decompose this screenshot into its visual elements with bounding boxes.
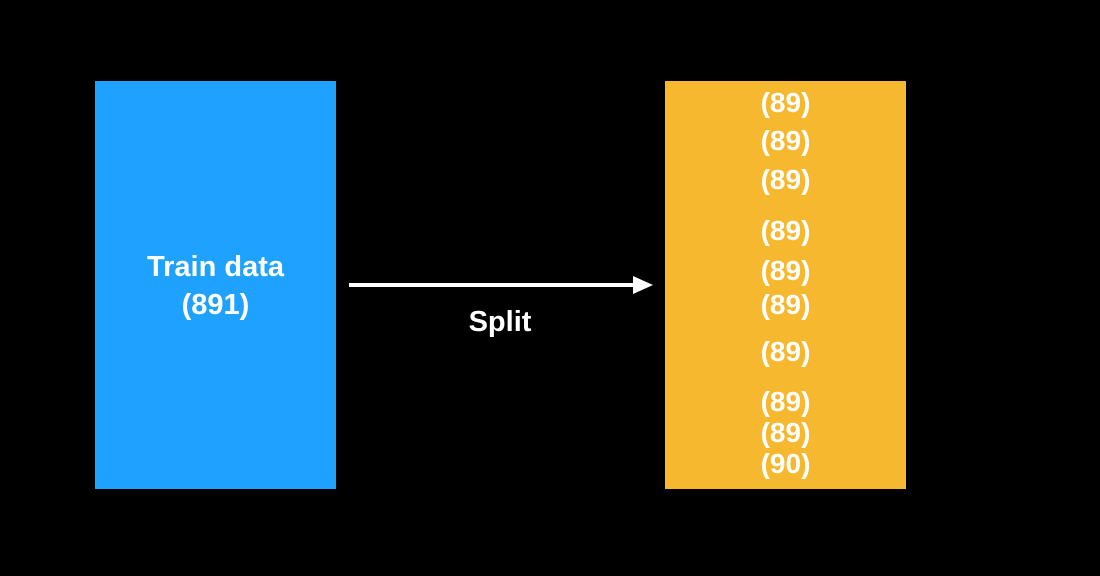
split-label: Split: [468, 306, 532, 338]
train-data-title: Train data: [147, 251, 284, 283]
fold-label: (89): [760, 336, 811, 367]
fold-label: (89): [760, 255, 811, 286]
fold-label: (90): [760, 448, 811, 479]
split-arrow-head: [633, 276, 653, 294]
fold-label: (89): [760, 87, 811, 118]
fold-label: (89): [760, 386, 811, 417]
fold-label: (89): [760, 164, 811, 195]
fold-label: (89): [760, 289, 811, 320]
folds-box: [665, 81, 906, 489]
train-data-count: (891): [181, 289, 250, 321]
fold-label: (89): [760, 125, 811, 156]
train-data-box: [95, 81, 336, 489]
fold-label: (89): [760, 215, 811, 246]
fold-label: (89): [760, 417, 811, 448]
split-arrow: [349, 276, 653, 294]
